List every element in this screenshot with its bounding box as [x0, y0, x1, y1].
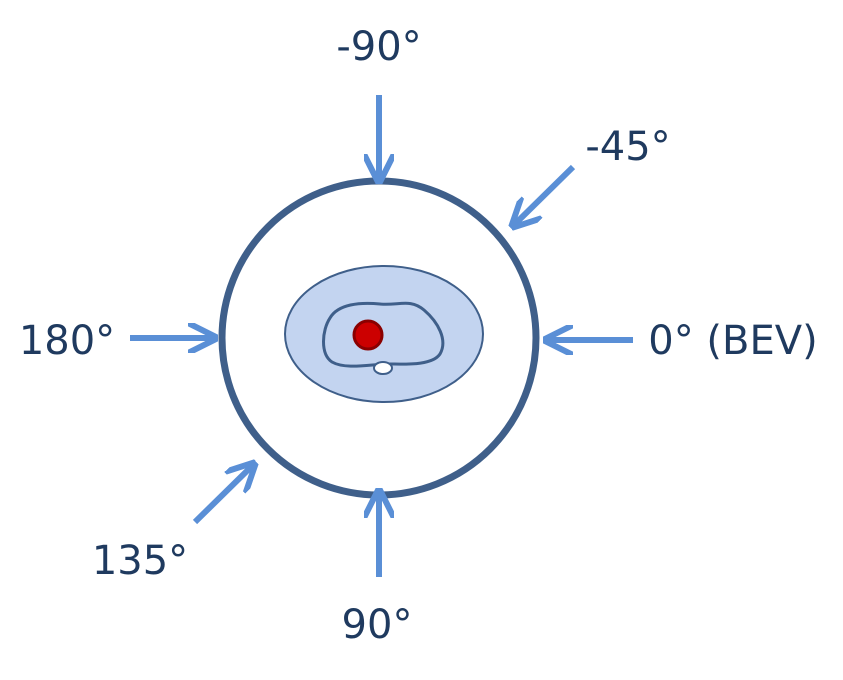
label-bottom: 90°	[342, 602, 413, 648]
vertebra-marker	[373, 361, 393, 375]
beam-arrow-icon	[515, 164, 576, 224]
label-top: -90°	[336, 24, 421, 70]
beam-arrow-icon	[192, 466, 252, 525]
organ-contour	[322, 301, 445, 368]
label-bottom-left: 135°	[92, 538, 188, 584]
target-dot-icon	[352, 319, 384, 351]
label-left: 180°	[19, 318, 115, 364]
body-ellipse	[284, 265, 484, 403]
label-right: 0° (BEV)	[648, 318, 817, 364]
label-top-right: -45°	[585, 124, 670, 170]
